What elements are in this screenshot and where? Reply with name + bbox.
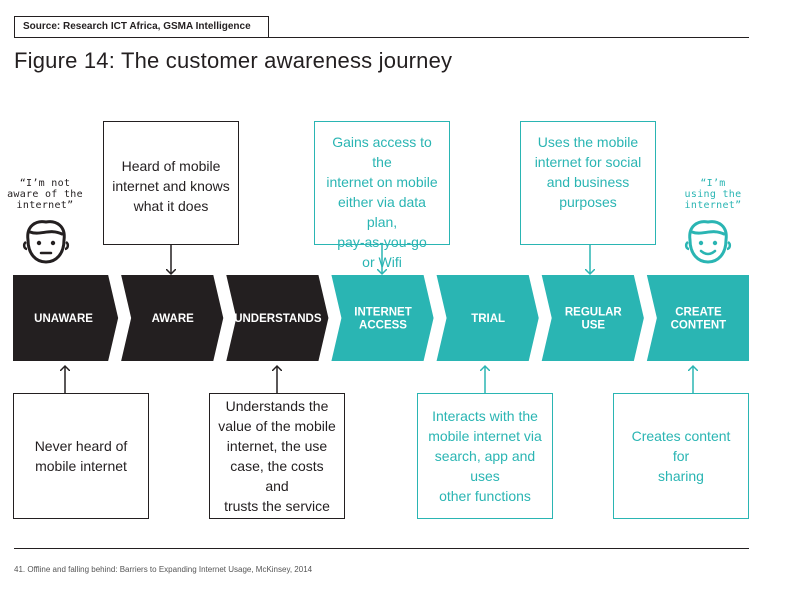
quote-using: “I’m using the internet” — [684, 178, 742, 211]
stage-label: UNDERSTANDS — [234, 313, 322, 325]
box-understands: Understands the value of the mobile inte… — [209, 393, 345, 519]
stage-chevron — [646, 275, 749, 361]
box-aware: Heard of mobile internet and knows what … — [103, 121, 239, 245]
stage-chevron — [541, 275, 644, 361]
stage-label: AWARE — [152, 313, 195, 325]
box-unaware: Never heard of mobile internet — [13, 393, 149, 519]
footer-rule — [14, 548, 749, 549]
aware-face-icon — [684, 220, 732, 264]
figure-title: Figure 14: The customer awareness journe… — [14, 48, 453, 73]
stage-label: UNAWARE — [34, 313, 93, 325]
box-internet-access: Gains access to the internet on mobile e… — [314, 121, 450, 270]
footnote: 41. Offline and falling behind: Barriers… — [14, 565, 313, 574]
box-trial: Interacts with the mobile internet via s… — [417, 393, 553, 519]
header-rule — [269, 37, 749, 38]
stage-chevron — [121, 275, 224, 361]
unaware-face-icon — [22, 220, 70, 264]
stage-chevron — [331, 275, 434, 361]
box-create-content: Creates content for sharing — [613, 393, 749, 519]
stage-label: TRIAL — [471, 313, 505, 325]
source-label: Source: Research ICT Africa, GSMA Intell… — [14, 16, 269, 38]
quote-unaware: “I’m not aware of the internet” — [7, 178, 83, 211]
box-regular-use: Uses the mobile internet for social and … — [520, 121, 656, 245]
stage-chevron — [226, 275, 329, 361]
stage-chevron — [13, 275, 119, 361]
stage-chevron — [436, 275, 539, 361]
